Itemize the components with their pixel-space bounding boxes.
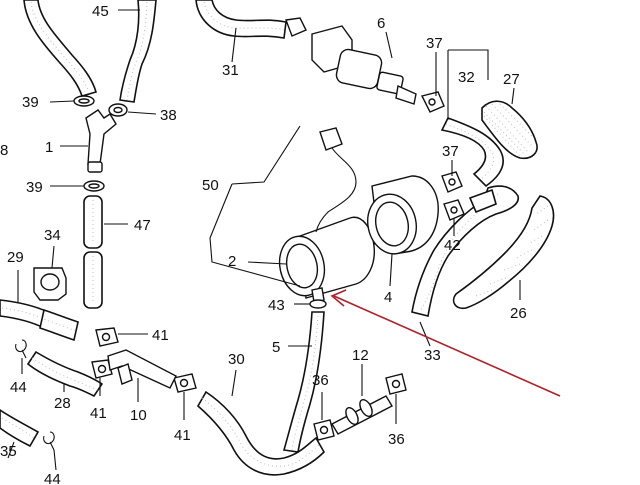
hose-31	[195, 0, 287, 39]
label-4: 4	[384, 289, 392, 306]
label-37-lower: 37	[442, 143, 459, 160]
clamp-41-middle	[91, 359, 113, 379]
clamp-41-upper	[95, 327, 119, 347]
clamp-41-right	[173, 373, 197, 393]
fuel-pump-2	[278, 216, 389, 303]
label-41-upper: 41	[152, 327, 169, 344]
pump-mount-4	[367, 175, 439, 255]
label-30: 30	[228, 351, 245, 368]
clamp-34	[33, 267, 67, 301]
clip-43	[309, 299, 327, 309]
clip-44-upper	[15, 339, 27, 359]
label-38: 38	[160, 107, 177, 124]
label-28: 28	[54, 395, 71, 412]
clamp-37-upper	[420, 91, 445, 113]
hose-5	[282, 311, 325, 453]
hose-28	[26, 350, 104, 398]
hose-33	[411, 185, 520, 317]
label-47: 47	[134, 217, 151, 234]
clip-44-lower	[43, 431, 55, 451]
red-arrow-annotation	[330, 289, 561, 397]
label-31: 31	[222, 62, 239, 79]
label-42: 42	[444, 237, 461, 254]
label-37-upper: 37	[426, 35, 443, 52]
label-26: 26	[510, 305, 527, 322]
hose-47	[83, 195, 103, 309]
clamp-42	[443, 199, 465, 221]
joint-1	[85, 109, 117, 173]
label-1: 1	[45, 139, 53, 156]
leader-lines	[7, 9, 521, 471]
label-45: 45	[92, 3, 109, 20]
clamp-37-lower	[441, 171, 463, 193]
label-35: 35	[0, 443, 17, 460]
label-8: 8	[0, 142, 8, 159]
hose-45	[23, 0, 157, 103]
clamp-36-right	[385, 373, 407, 395]
label-43: 43	[268, 297, 285, 314]
clip-39-lower	[83, 180, 105, 192]
hose-29	[0, 299, 79, 342]
label-39-lower: 39	[26, 179, 43, 196]
hose-32	[440, 117, 504, 188]
hose-35	[0, 409, 40, 448]
label-2: 2	[228, 253, 236, 270]
label-44-upper: 44	[10, 379, 27, 396]
clamp-top-left	[285, 17, 307, 37]
clip-38	[108, 103, 128, 117]
pump-wire-harness	[315, 127, 357, 233]
part-number-labels: 45 31 6 37 32 27 39 38 8 1 37 50 39 47 4…	[0, 3, 527, 485]
label-33: 33	[424, 347, 441, 364]
label-10: 10	[130, 407, 147, 424]
label-12: 12	[352, 347, 369, 364]
label-29: 29	[7, 249, 24, 266]
label-36-right: 36	[388, 431, 405, 448]
clamp-36-left	[313, 419, 335, 441]
label-41-middle: 41	[90, 405, 107, 422]
label-36-left: 36	[312, 372, 329, 389]
fuel-filter-6	[311, 25, 417, 105]
label-44-lower: 44	[44, 471, 61, 485]
label-41-right: 41	[174, 427, 191, 444]
label-6: 6	[377, 15, 385, 32]
label-27: 27	[503, 71, 520, 88]
label-50: 50	[202, 177, 219, 194]
clip-39-upper	[73, 95, 95, 107]
hose-27-coil	[481, 100, 538, 160]
label-5: 5	[272, 339, 280, 356]
label-34: 34	[44, 227, 61, 244]
hose-30	[196, 390, 325, 476]
joint-10	[107, 349, 177, 389]
joint-12	[331, 395, 393, 435]
hose-26-coil	[452, 195, 555, 310]
label-39-upper: 39	[22, 94, 39, 111]
label-32: 32	[458, 69, 475, 86]
